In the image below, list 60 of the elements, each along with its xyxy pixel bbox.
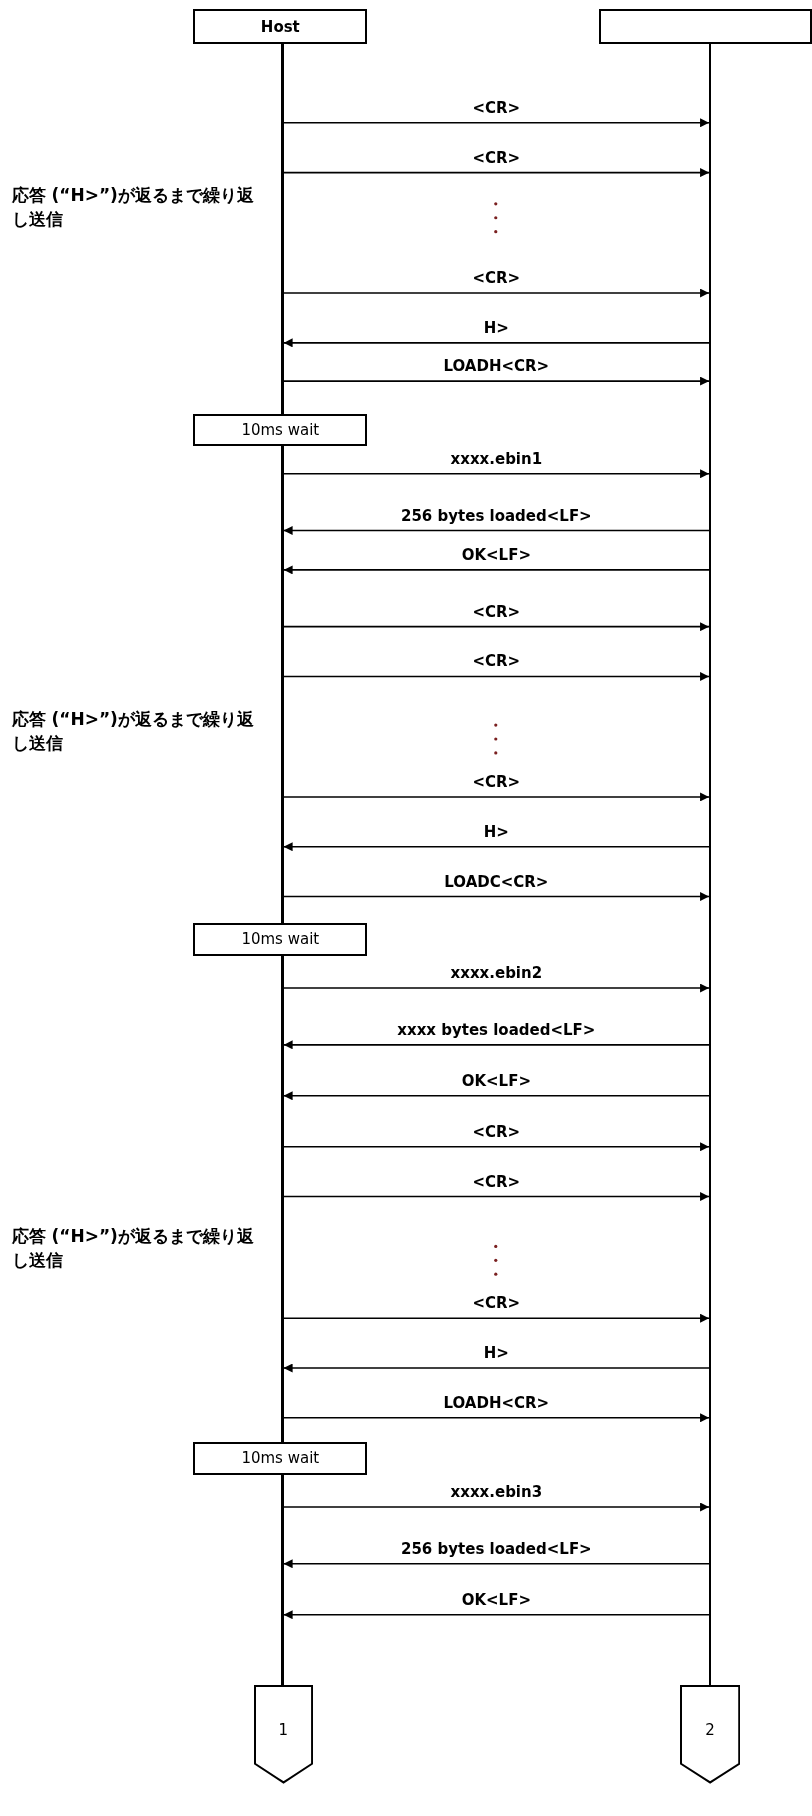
arrow (282, 892, 710, 902)
arrow (282, 288, 710, 298)
edge-label: H> (483, 318, 509, 337)
participant-box: Host (193, 9, 368, 44)
edge-label: LOADH<CR> (443, 357, 550, 376)
arrow (282, 1559, 710, 1569)
edge-label: <CR> (472, 1172, 521, 1191)
edge-label: H> (483, 1344, 509, 1362)
arrow (282, 1610, 710, 1620)
note-text: 応答 (“H>”)が返るまで繰り返し送信 (11, 1225, 255, 1273)
arrow (282, 983, 710, 993)
lifeline (281, 44, 284, 1686)
edge-label: <CR> (472, 269, 521, 288)
arrow (282, 1413, 710, 1423)
edge-label: <CR> (472, 1294, 521, 1313)
arrow (282, 526, 710, 535)
edge-label: xxxx.ebin1 (450, 449, 543, 468)
arrow (282, 1313, 710, 1323)
edge-label: 256 bytes loaded<LF> (401, 1539, 592, 1558)
arrow (282, 1192, 710, 1202)
lifeline (708, 44, 712, 1686)
edge-label: xxxx.ebin2 (450, 964, 543, 983)
arrow (282, 1363, 710, 1373)
arrow (282, 671, 710, 681)
edge-label: xxxx bytes loaded<LF> (397, 1020, 596, 1039)
arrow (282, 622, 710, 632)
edge-label: xxxx.ebin3 (450, 1483, 543, 1501)
edge-label: LOADC<CR> (444, 872, 549, 891)
arrow (282, 1091, 710, 1101)
edge-label: OK<LF> (461, 1071, 531, 1090)
arrow (282, 168, 710, 178)
wait-box: 10ms wait (193, 923, 368, 956)
edge-label: <CR> (472, 1122, 521, 1141)
note-text: 応答 (“H>”)が返るまで繰り返し送信 (11, 184, 255, 231)
edge-label: <CR> (472, 148, 521, 167)
arrow (282, 842, 710, 852)
device-box (598, 9, 812, 44)
edge-label: OK<LF> (461, 1590, 531, 1609)
edge-label: <CR> (472, 98, 521, 117)
arrow (282, 376, 710, 386)
edge-label: LOADH<CR> (443, 1393, 550, 1412)
arrow (282, 1502, 710, 1512)
arrow (282, 1040, 710, 1050)
off-page-connector: 1 (253, 1685, 313, 1784)
edge-label: 256 bytes loaded<LF> (401, 506, 592, 525)
edge-label: <CR> (472, 602, 521, 621)
arrow (282, 792, 710, 802)
wait-box: 10ms wait (193, 1442, 368, 1475)
arrow (282, 565, 710, 575)
arrow (282, 118, 710, 128)
arrow (282, 1142, 710, 1152)
off-page-connector: 2 (679, 1685, 741, 1784)
arrow (282, 338, 710, 348)
edge-label: <CR> (472, 772, 521, 791)
edge-label: <CR> (472, 652, 521, 671)
edge-label: OK<LF> (461, 545, 531, 564)
edge-label: H> (483, 822, 509, 841)
arrow (282, 469, 710, 479)
note-text: 応答 (“H>”)が返るまで繰り返し送信 (11, 707, 255, 755)
wait-box: 10ms wait (193, 413, 368, 446)
